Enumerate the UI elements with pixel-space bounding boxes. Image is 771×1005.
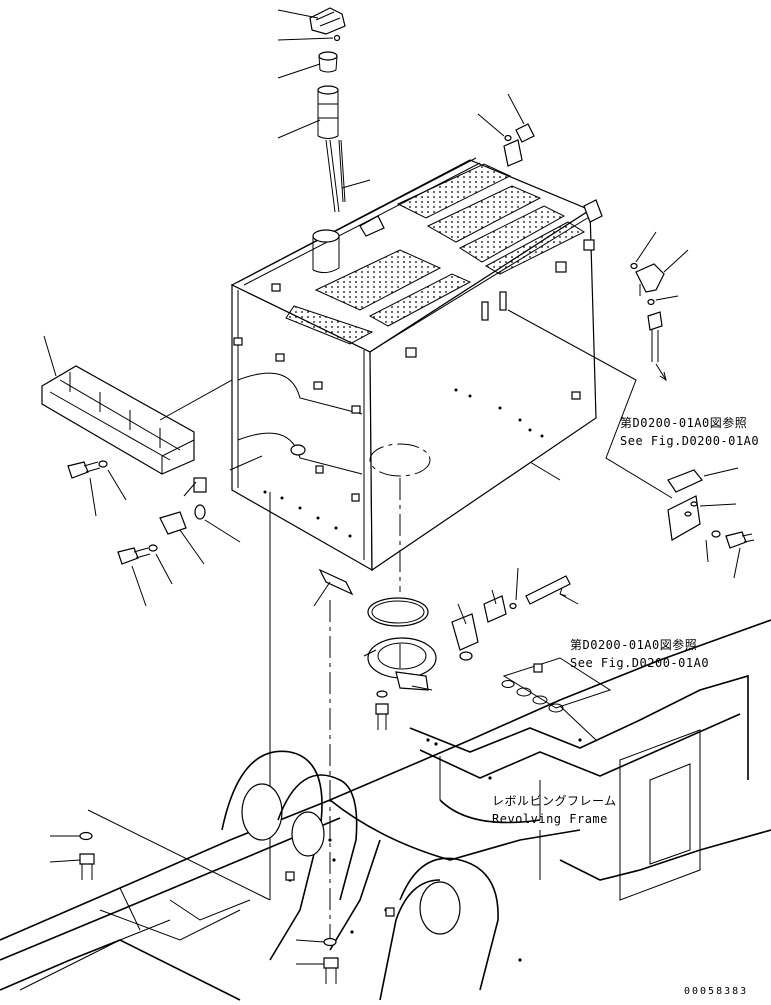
hydraulic-tank (230, 139, 603, 572)
bolt (67, 461, 101, 479)
washer (323, 937, 337, 947)
filler-cap (309, 7, 346, 35)
hose (647, 311, 667, 382)
bolt (323, 957, 339, 984)
bolt (725, 531, 755, 549)
bolt (117, 547, 151, 565)
revolving-frame (0, 619, 771, 1001)
o-ring (367, 597, 429, 627)
strainer (317, 85, 339, 139)
level-gauge (193, 477, 207, 493)
washer (98, 460, 108, 468)
frame-label-en: Revolving Frame (492, 812, 608, 826)
hose-fitting (483, 595, 517, 623)
breather (504, 123, 535, 143)
cover-opening-outline (369, 443, 431, 477)
strainer-ring (318, 51, 338, 73)
cap-pin (333, 34, 341, 42)
tank-mount (318, 568, 354, 596)
reference-label-en: See Fig.D0200-01A0 (620, 434, 760, 448)
dipstick (325, 139, 346, 213)
reference-label-jp: 第D0200-01A0図参照 (620, 416, 748, 430)
frame-label-jp: レボルビングフレーム (492, 794, 617, 808)
step-bracket (41, 365, 195, 475)
bolt (375, 703, 389, 730)
drawing-number: 00058383 (684, 986, 749, 997)
mounting-bracket (667, 469, 703, 541)
hose-end (525, 575, 571, 605)
washer (79, 831, 93, 841)
elbow-fitting (635, 263, 665, 296)
reference-label-jp: 第D0200-01A0図参照 (570, 638, 698, 652)
bolt (79, 853, 95, 880)
reference-label-en: See Fig.D0200-01A0 (570, 656, 710, 670)
coupler (451, 613, 479, 661)
suction-cover (367, 637, 437, 691)
washer (148, 544, 158, 552)
